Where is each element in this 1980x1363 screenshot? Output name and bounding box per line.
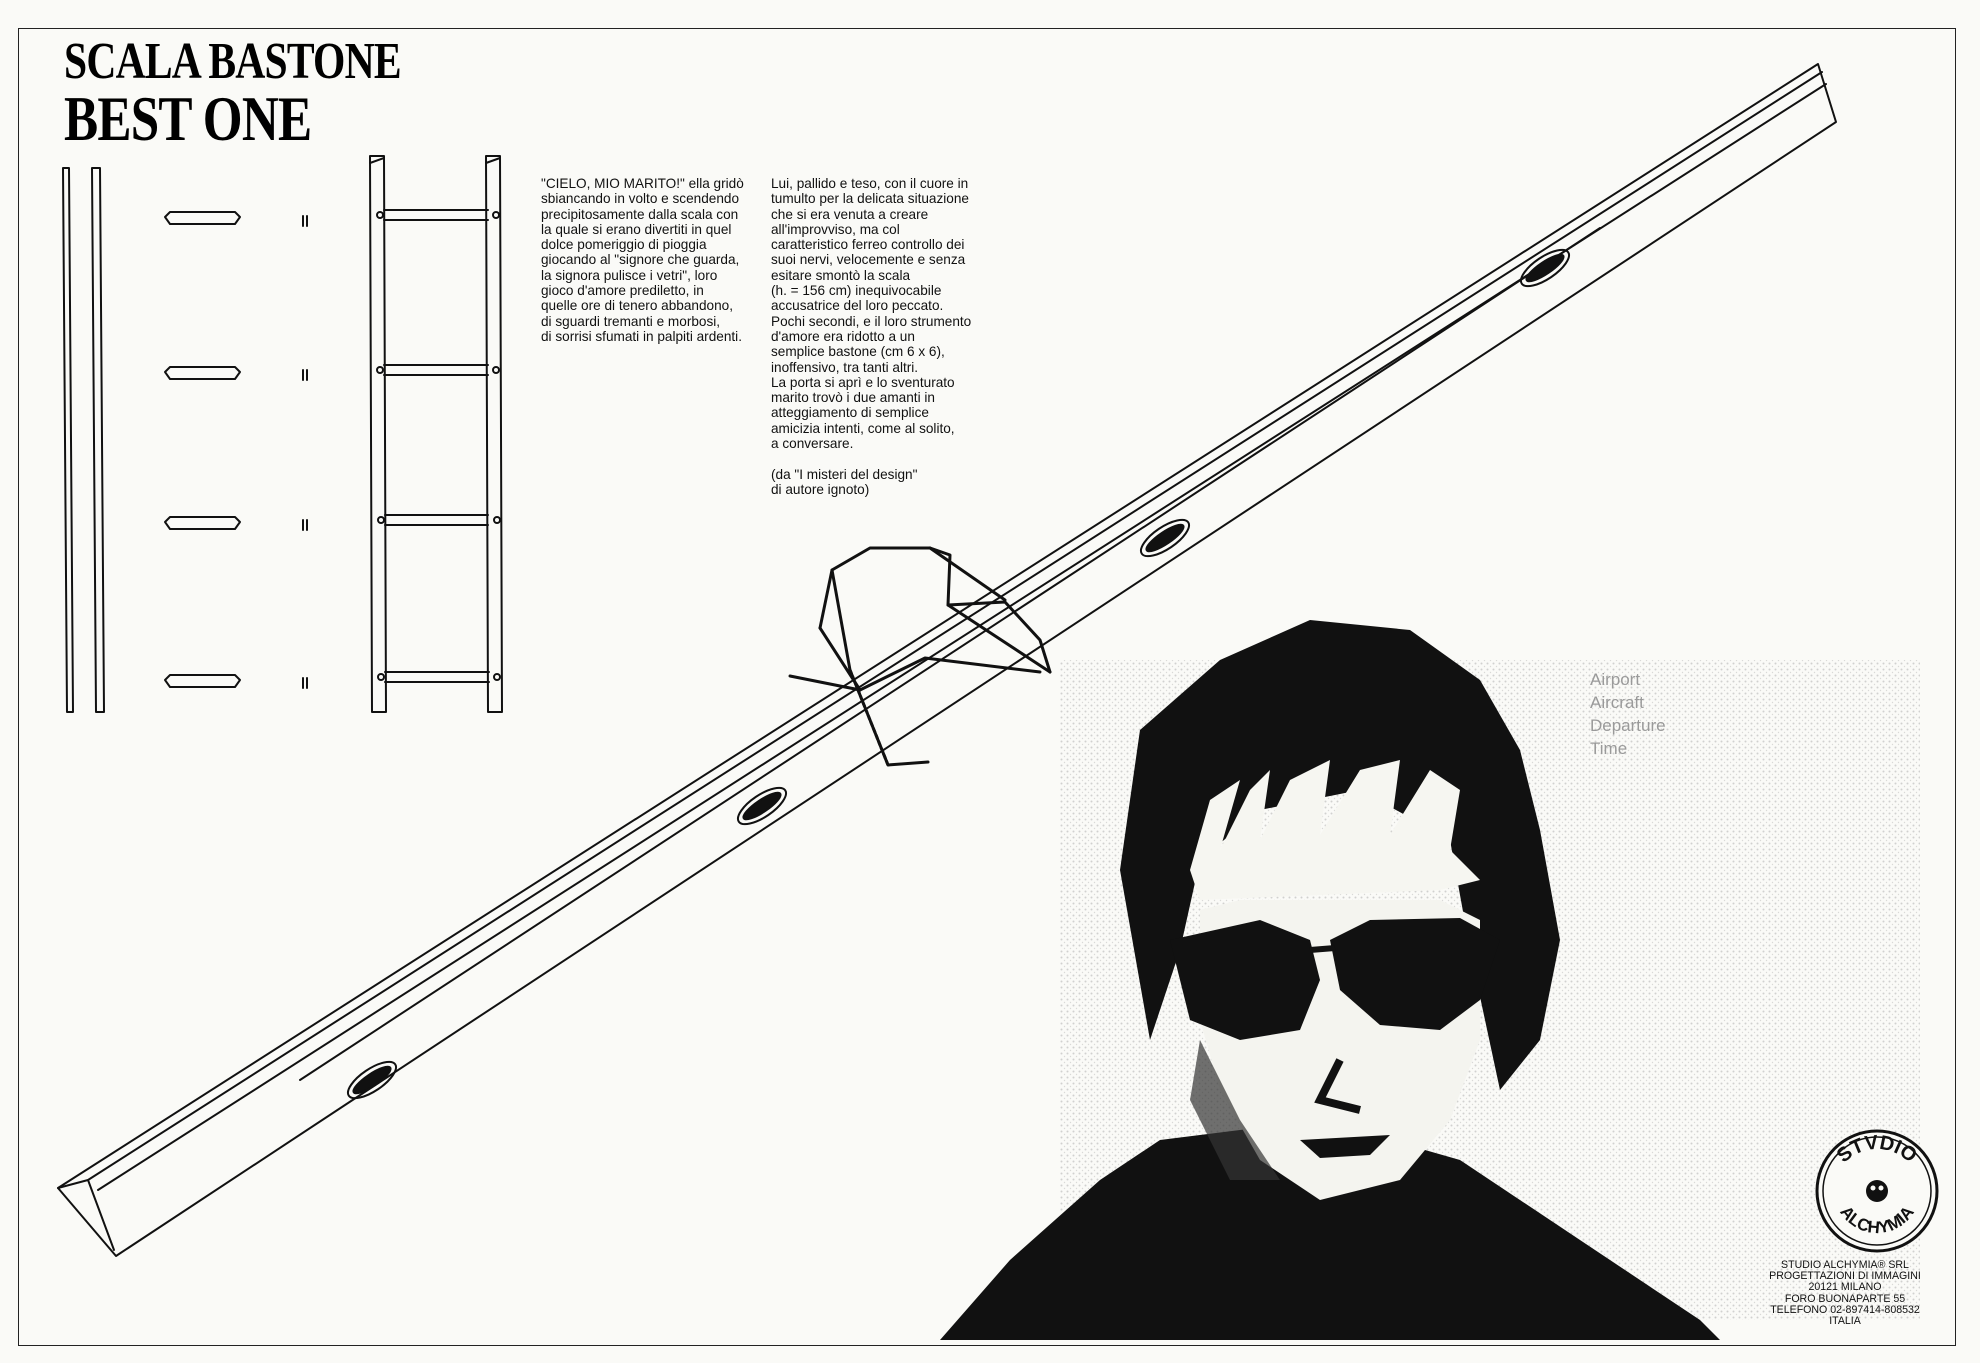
ladder-assembled: [369, 155, 503, 713]
logo-emblem-icon: [1866, 1180, 1888, 1202]
title-line-1: SCALA BASTONE: [64, 33, 402, 90]
ladder-rungs-exploded: [164, 211, 308, 689]
portrait-photo: [940, 620, 1920, 1340]
background-sign-text: Airport Aircraft Departure Time: [1590, 670, 1666, 758]
page-title: SCALA BASTONE BEST ONE: [64, 33, 402, 154]
studio-alchymia-logo: STVDIO ALCHYMIA: [1814, 1128, 1940, 1254]
title-line-2: BEST ONE: [64, 83, 312, 154]
stick-slots: [346, 248, 1571, 1100]
story-text-left: "CIELO, MIO MARITO!" ella gridò sbiancan…: [541, 176, 744, 344]
page-border: [18, 28, 1956, 1346]
stick-clasp: [788, 546, 1052, 767]
studio-address: STUDIO ALCHYMIA® SRL PROGETTAZIONI DI IM…: [1769, 1259, 1921, 1328]
ladder-side-rails: [62, 167, 105, 713]
story-text-right: Lui, pallido e teso, con il cuore in tum…: [771, 176, 972, 497]
